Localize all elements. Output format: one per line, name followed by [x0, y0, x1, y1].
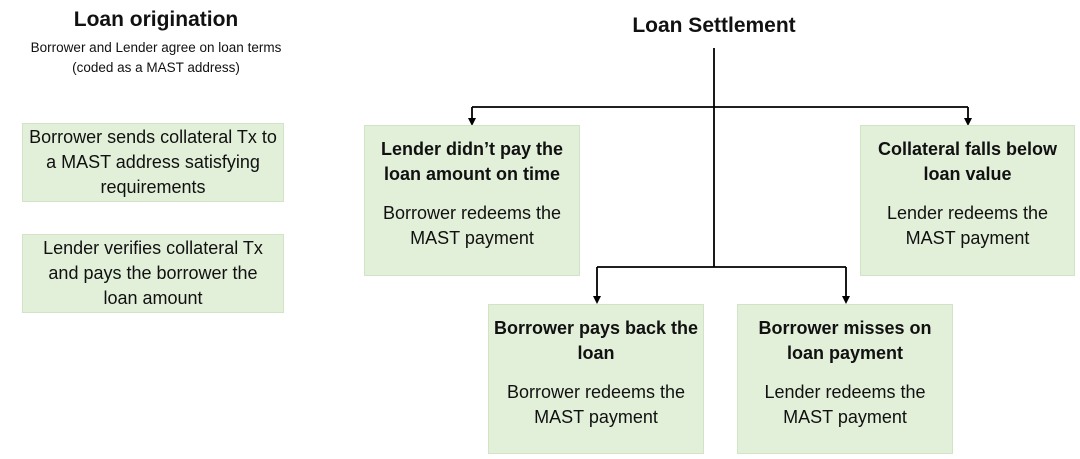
settlement-title: Loan Settlement: [632, 14, 796, 37]
origination-step-payout: Lender verifies collateral Tx and pays t…: [22, 234, 284, 313]
outcome-body: Lender redeems the MAST payment: [764, 382, 926, 427]
outcome-body: Lender redeems the MAST payment: [886, 203, 1049, 248]
origination-subtitle-line-1: Borrower and Lender agree on loan terms: [30, 40, 282, 55]
outcome-lender-didnt-pay: Lender didn’t pay the loan amount on tim…: [364, 125, 580, 276]
outcome-borrower-pays-back: Borrower pays back the loan Borrower red…: [488, 304, 704, 454]
outcome-borrower-misses: Borrower misses on loan payment Lender r…: [737, 304, 953, 454]
outcome-body: Borrower redeems the MAST payment: [382, 203, 562, 248]
origination-step-text: Borrower sends collateral Tx to a MAST a…: [29, 127, 277, 197]
outcome-collateral-falls: Collateral falls below loan value Lender…: [860, 125, 1075, 276]
outcome-title: Borrower misses on loan payment: [758, 318, 932, 363]
origination-title: Loan origination: [73, 8, 239, 31]
origination-step-collateral: Borrower sends collateral Tx to a MAST a…: [22, 123, 284, 202]
outcome-title: Lender didn’t pay the loan amount on tim…: [380, 139, 563, 184]
outcome-title: Borrower pays back the loan: [493, 318, 699, 363]
outcome-body: Borrower redeems the MAST payment: [506, 382, 686, 427]
origination-subtitle: Borrower and Lender agree on loan terms …: [0, 38, 312, 78]
outcome-title: Collateral falls below loan value: [877, 139, 1058, 184]
origination-step-text: Lender verifies collateral Tx and pays t…: [43, 238, 263, 308]
origination-subtitle-line-2: (coded as a MAST address): [72, 60, 240, 75]
